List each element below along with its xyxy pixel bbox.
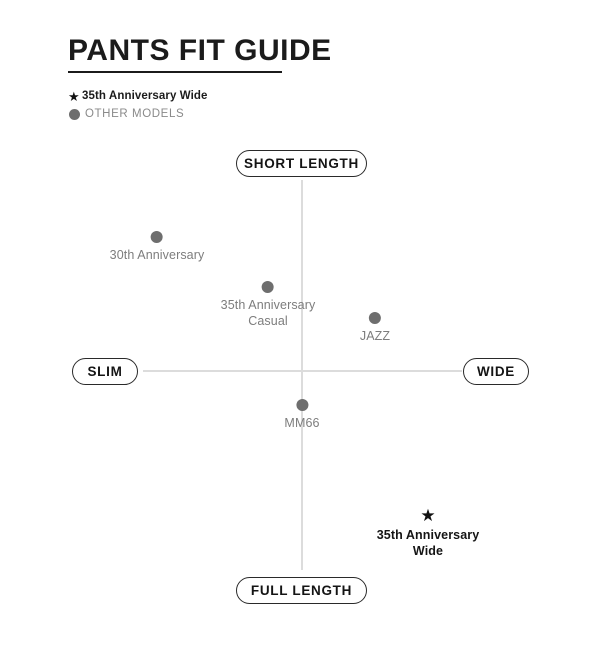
data-point-label: JAZZ	[359, 329, 391, 343]
data-point-label: 35th Anniversary Casual	[221, 297, 316, 329]
data-point-mm66: MM66	[284, 399, 319, 431]
legend-item-other-models: OTHER MODELS	[68, 106, 208, 122]
data-point-label-line: 35th Anniversary	[376, 528, 480, 542]
page-title: PANTS FIT GUIDE	[68, 34, 332, 67]
vertical-axis-line	[301, 180, 303, 570]
data-point-label-line: Casual	[248, 314, 288, 328]
axis-label-wide: WIDE	[463, 358, 529, 385]
horizontal-axis-line	[143, 370, 462, 372]
star-icon: ★	[68, 88, 80, 104]
data-point-35th-anniversary-casual: 35th Anniversary Casual	[221, 281, 316, 329]
dot-icon	[262, 281, 274, 293]
data-point-label-line: 35th Anniversary	[220, 298, 316, 312]
data-point-label: MM66	[284, 416, 320, 430]
data-point-label: 35th Anniversary Wide	[377, 527, 480, 559]
data-point-label: 30th Anniversary	[109, 248, 205, 262]
dot-icon	[69, 108, 80, 120]
data-point-jazz: JAZZ	[360, 312, 390, 344]
data-point-35th-anniversary-wide: ★ 35th Anniversary Wide	[377, 507, 480, 559]
legend-item-anniversary-wide: ★ 35th Anniversary Wide	[68, 88, 208, 104]
axis-label-slim: SLIM	[72, 358, 138, 385]
dot-icon	[295, 399, 308, 411]
dot-icon	[368, 312, 381, 324]
axis-label-short-length: SHORT LENGTH	[236, 150, 367, 177]
axis-label-full-length: FULL LENGTH	[236, 577, 367, 604]
legend-item-label: 35th Anniversary Wide	[82, 90, 208, 102]
legend: ★ 35th Anniversary Wide OTHER MODELS	[68, 88, 208, 124]
star-icon: ★	[420, 506, 436, 525]
dot-icon	[151, 231, 163, 243]
legend-item-label: OTHER MODELS	[85, 108, 185, 120]
data-point-label-line: Wide	[412, 544, 444, 558]
data-point-30th-anniversary: 30th Anniversary	[110, 231, 205, 263]
title-underline	[68, 71, 282, 73]
